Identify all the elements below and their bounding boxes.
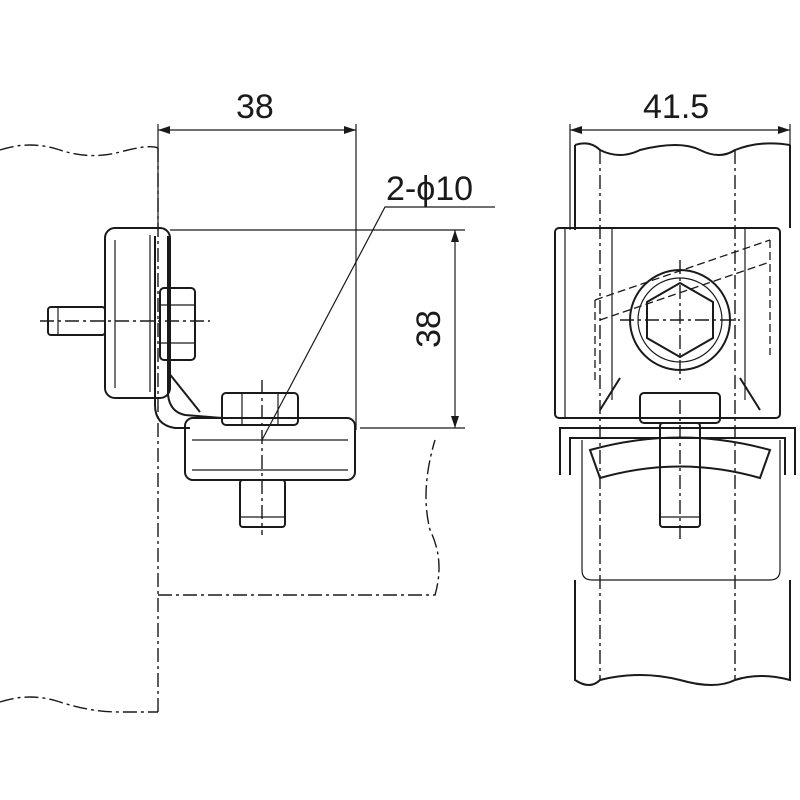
side-height-dimension-label: 38: [409, 310, 448, 348]
front-width-dimension-label: 41.5: [643, 88, 710, 126]
side-view: [0, 124, 495, 715]
front-view: [554, 124, 796, 686]
hole-callout-label: 2-ϕ10: [386, 170, 474, 208]
side-width-dimension-label: 38: [236, 88, 274, 126]
